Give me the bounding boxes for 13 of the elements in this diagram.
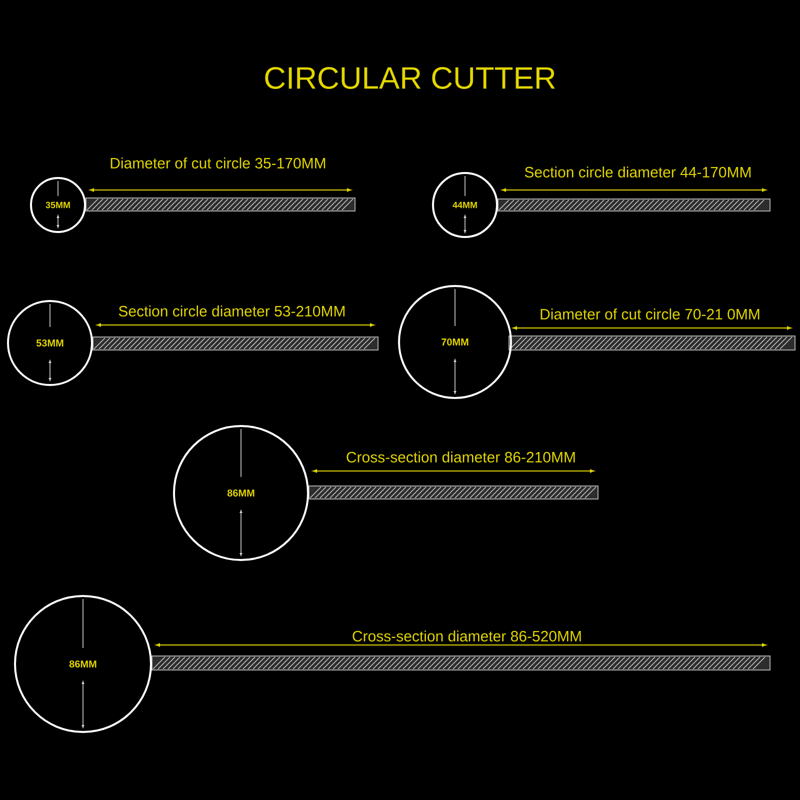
circle-node: 86MM <box>173 425 309 561</box>
circle-node: 53MM <box>7 300 93 386</box>
dimension-label: Section circle diameter 53-210MM <box>118 306 345 316</box>
circle-node: 44MM <box>432 172 498 238</box>
circle-node: 35MM <box>30 177 86 233</box>
circle-node: 70MM <box>398 285 512 399</box>
dimension-label: Cross-section diameter 86-210MM <box>346 452 575 462</box>
circle-node: 86MM <box>14 595 152 733</box>
dimension-label: Diameter of cut circle 70-21 0MM <box>540 308 760 320</box>
title: CIRCULAR CUTTER <box>265 67 555 89</box>
dimension-label: Diameter of cut circle 35-170MM <box>110 158 326 168</box>
dimension-label: Section circle diameter 44-170MM <box>524 166 751 178</box>
dimension-label: Cross-section diameter 86-520MM <box>352 630 581 642</box>
